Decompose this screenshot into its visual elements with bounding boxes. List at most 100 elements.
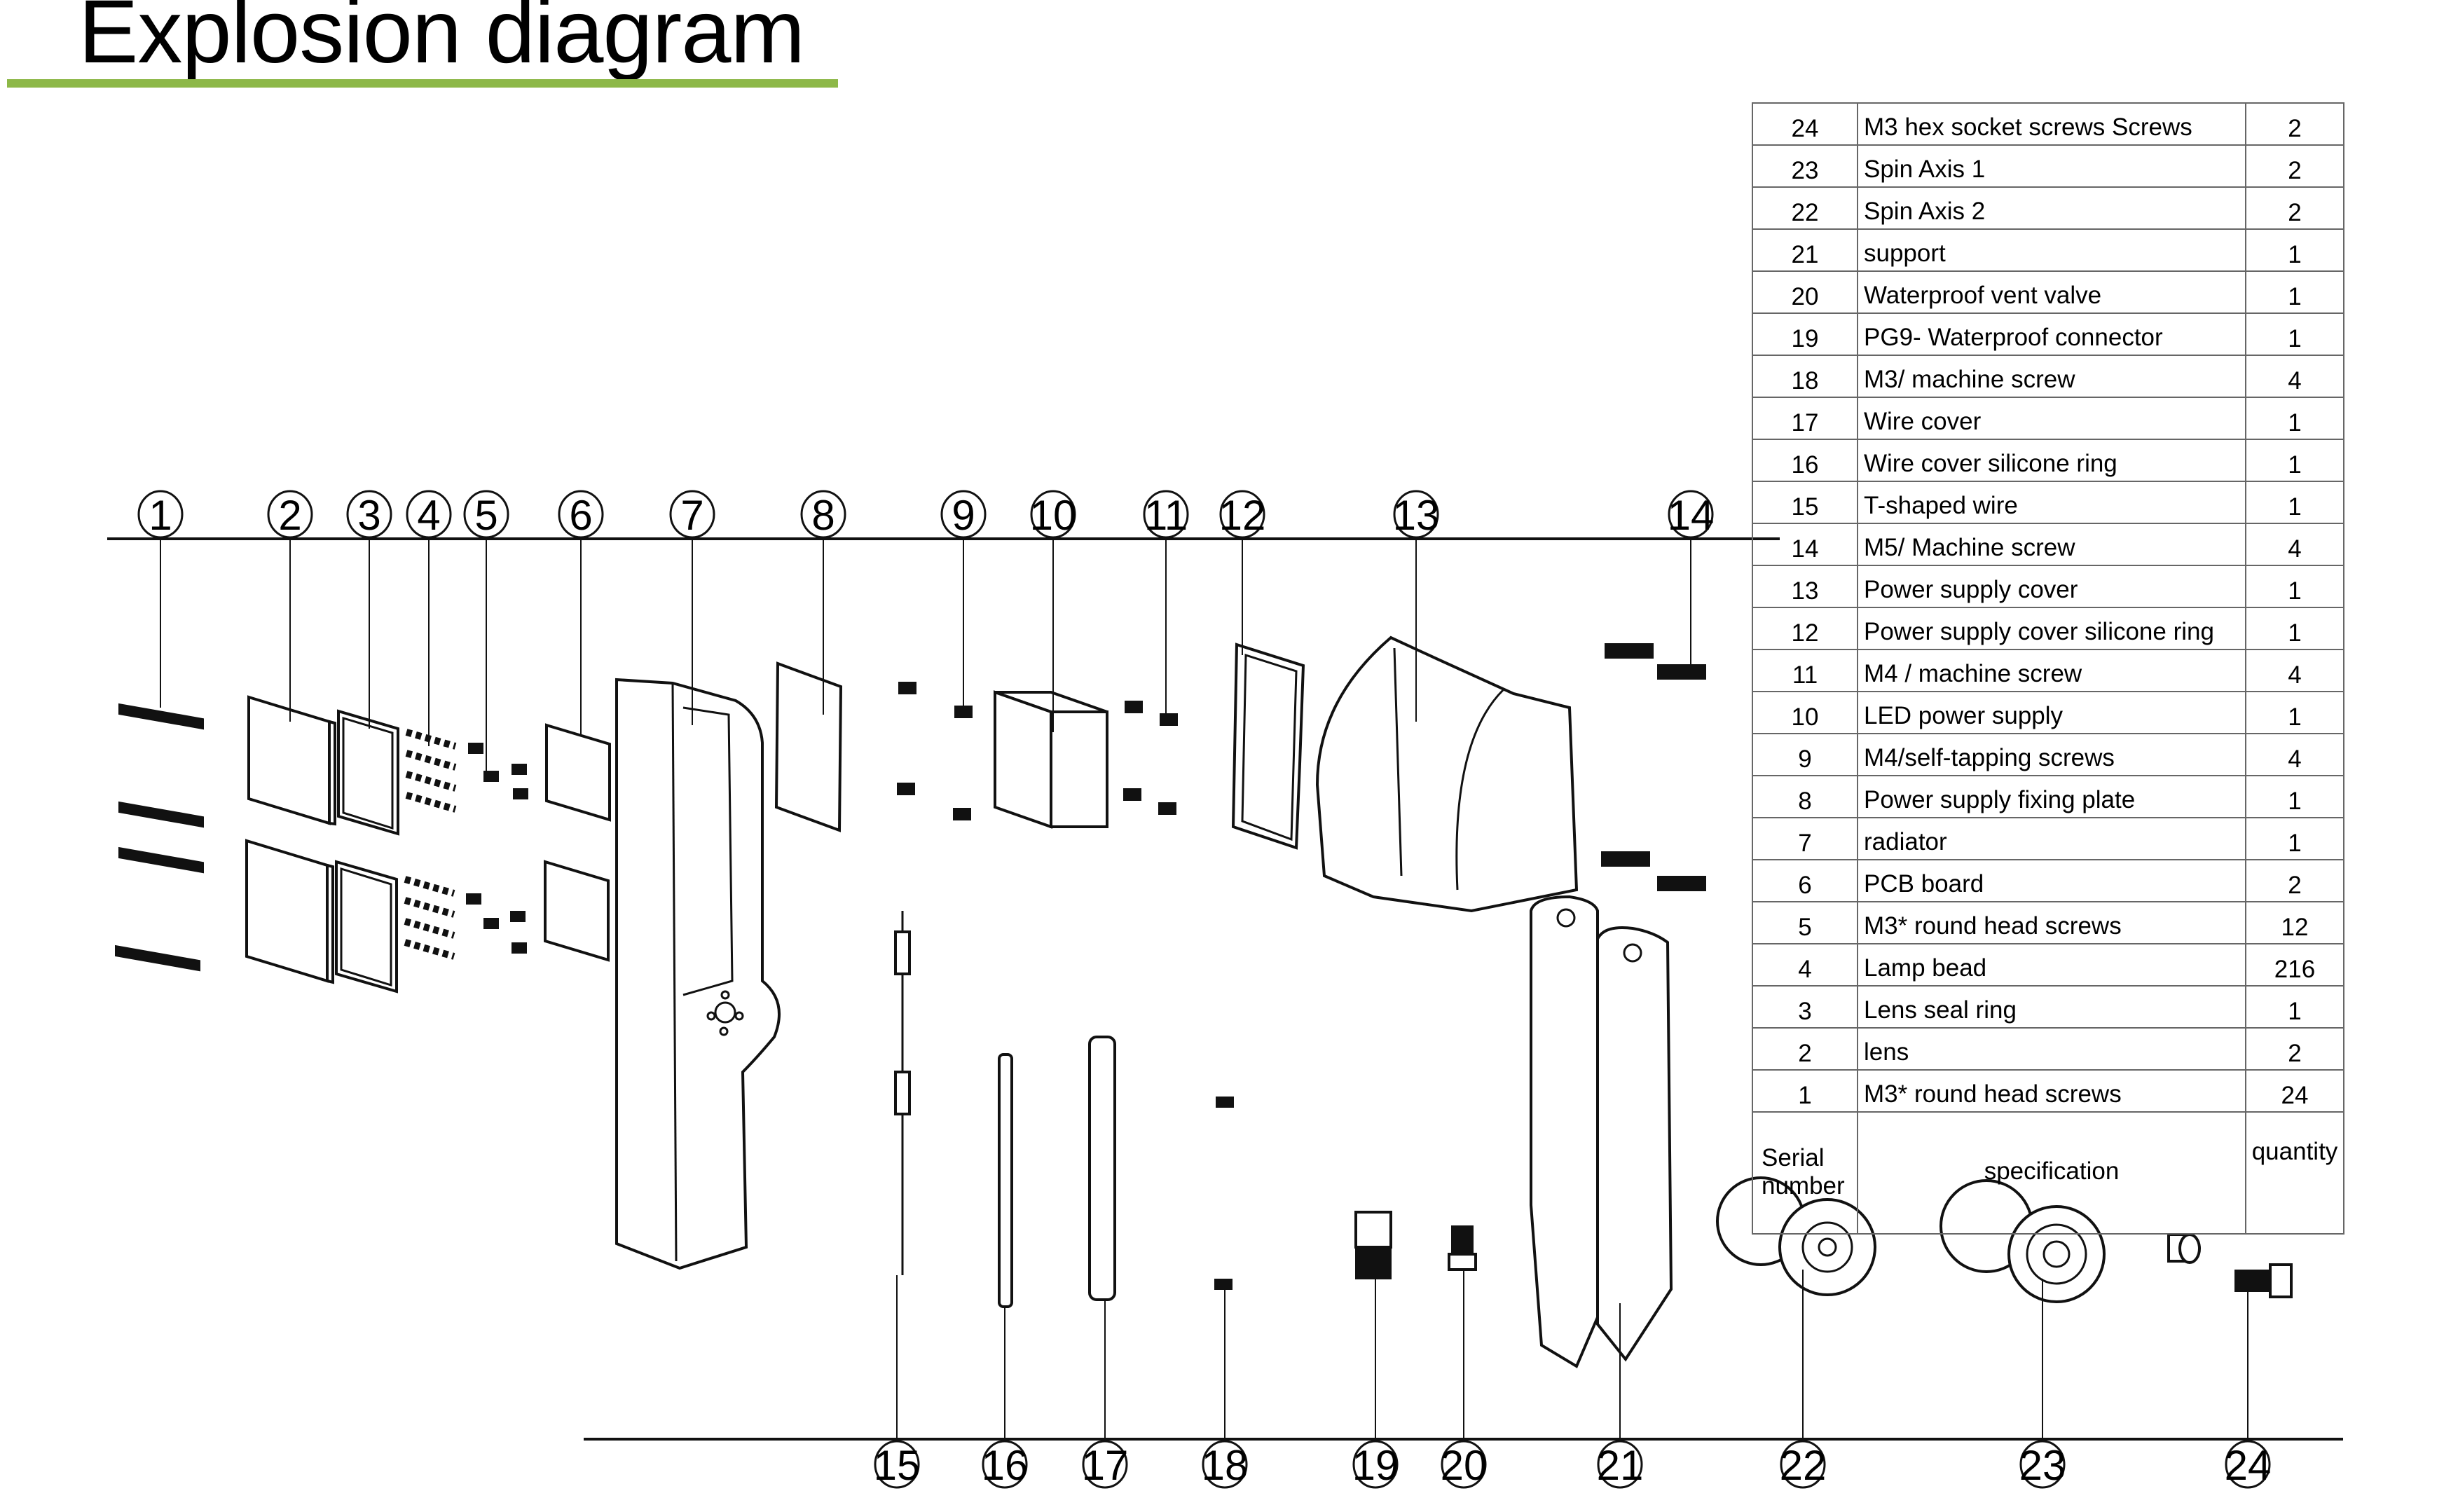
row-quantity: 4 bbox=[2245, 733, 2344, 776]
callout-label: 16 bbox=[982, 1442, 1029, 1489]
part-24-hex-screws bbox=[2167, 1233, 2293, 1298]
callout-label: 7 bbox=[680, 492, 703, 539]
row-specification: radiator bbox=[1857, 817, 2246, 860]
row-serial: 22 bbox=[1752, 186, 1858, 230]
row-quantity: 1 bbox=[2245, 817, 2344, 860]
callout-circle bbox=[1202, 1440, 1248, 1489]
callout-circle bbox=[669, 490, 715, 539]
callout-label: 18 bbox=[1202, 1442, 1249, 1489]
callout-circle bbox=[137, 490, 184, 539]
callout-circle bbox=[267, 490, 313, 539]
part-8-power-supply-fixing-plate bbox=[774, 661, 843, 832]
row-specification: Wire cover bbox=[1857, 397, 2246, 440]
row-quantity: 1 bbox=[2245, 691, 2344, 734]
title-underline-bar bbox=[7, 79, 838, 88]
row-serial: 20 bbox=[1752, 270, 1858, 314]
part-10-led-power-supply bbox=[994, 690, 1108, 829]
parts-table-header: Serial number specification quantity bbox=[1752, 1111, 2344, 1235]
callout-label: 5 bbox=[474, 492, 497, 539]
row-quantity: 2 bbox=[2245, 186, 2344, 230]
row-quantity: 1 bbox=[2245, 607, 2344, 650]
callout-label: 23 bbox=[2019, 1442, 2066, 1489]
callout-circle bbox=[874, 1440, 920, 1489]
callout-label: 3 bbox=[357, 492, 380, 539]
part-11-screws bbox=[1123, 701, 1178, 815]
header-serial-line2: number bbox=[1762, 1172, 1845, 1200]
part-6-pcb-board bbox=[544, 723, 611, 962]
row-quantity: 1 bbox=[2245, 439, 2344, 482]
row-specification: lens bbox=[1857, 1027, 2246, 1071]
row-quantity: 2 bbox=[2245, 859, 2344, 902]
callout-label: 14 bbox=[1668, 492, 1715, 539]
callout-circle bbox=[2225, 1440, 2271, 1489]
callout-label: 13 bbox=[1393, 492, 1440, 539]
row-quantity: 12 bbox=[2245, 901, 2344, 944]
part-9-screws bbox=[897, 682, 973, 820]
row-specification: Power supply fixing plate bbox=[1857, 775, 2246, 818]
part-18-screws bbox=[1214, 1097, 1234, 1290]
part-21-support bbox=[1530, 895, 1673, 1368]
part-1-screws bbox=[115, 703, 204, 972]
part-14-screws bbox=[1601, 643, 1706, 891]
row-serial: 2 bbox=[1752, 1027, 1858, 1071]
callout-label: 24 bbox=[2225, 1442, 2272, 1489]
row-serial: 16 bbox=[1752, 439, 1858, 482]
callout-circle bbox=[1352, 1440, 1399, 1489]
callout-label: 20 bbox=[1441, 1442, 1488, 1489]
callout-circle bbox=[406, 490, 452, 539]
header-serial-line1: Serial bbox=[1762, 1143, 1825, 1171]
bottom-leaders bbox=[896, 1270, 2248, 1439]
callout-label: 22 bbox=[1780, 1442, 1827, 1489]
callout-circle bbox=[800, 490, 846, 539]
row-specification: Waterproof vent valve bbox=[1857, 270, 2246, 314]
part-7-radiator bbox=[615, 678, 781, 1270]
callout-label: 9 bbox=[952, 492, 975, 539]
page-title: Explosion diagram bbox=[78, 0, 805, 82]
callout-circle bbox=[558, 490, 604, 539]
row-specification: Power supply cover silicone ring bbox=[1857, 607, 2246, 650]
callout-circle bbox=[1441, 1440, 1487, 1489]
row-specification: PCB board bbox=[1857, 859, 2246, 902]
row-serial: 10 bbox=[1752, 691, 1858, 734]
row-serial: 7 bbox=[1752, 817, 1858, 860]
part-2-lens bbox=[245, 695, 336, 984]
row-serial: 3 bbox=[1752, 985, 1858, 1029]
row-quantity: 1 bbox=[2245, 312, 2344, 356]
row-serial: 12 bbox=[1752, 607, 1858, 650]
part-12-power-supply-cover-silicone-ring bbox=[1231, 642, 1305, 850]
row-quantity: 4 bbox=[2245, 355, 2344, 398]
part-13-power-supply-cover bbox=[1315, 635, 1579, 913]
callout-circle bbox=[1219, 490, 1265, 539]
row-specification: M4 / machine screw bbox=[1857, 649, 2246, 692]
row-serial: 23 bbox=[1752, 144, 1858, 188]
row-serial: 17 bbox=[1752, 397, 1858, 440]
header-serial-number: Serial number bbox=[1752, 1111, 1858, 1235]
row-specification: M3* round head screws bbox=[1857, 1069, 2246, 1113]
callout-label: 17 bbox=[1082, 1442, 1129, 1489]
row-specification: Spin Axis 1 bbox=[1857, 144, 2246, 188]
row-serial: 1 bbox=[1752, 1069, 1858, 1113]
part-5-screws bbox=[466, 743, 528, 954]
row-serial: 21 bbox=[1752, 228, 1858, 272]
callout-circle bbox=[1143, 490, 1189, 539]
row-serial: 24 bbox=[1752, 102, 1858, 146]
